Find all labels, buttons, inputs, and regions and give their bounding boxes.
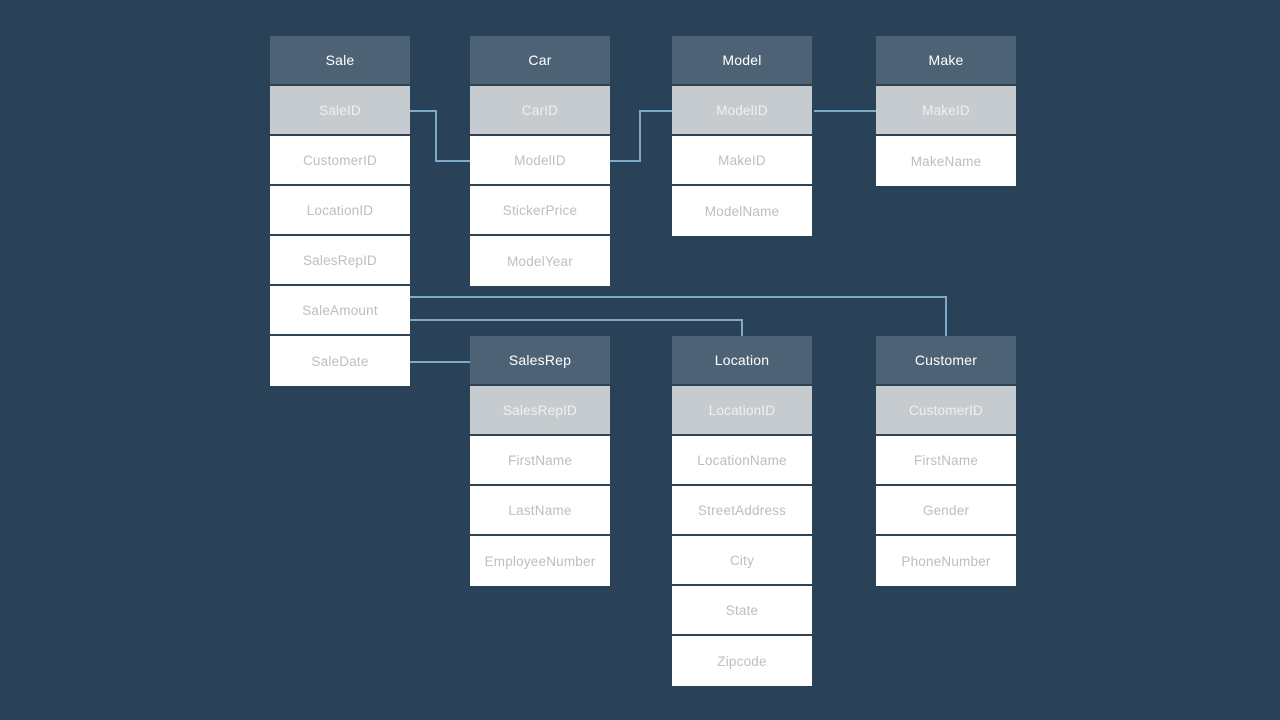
primary-key-field-locationid[interactable]: LocationID [672,386,812,436]
field-modelyear[interactable]: ModelYear [470,236,610,286]
field-zipcode[interactable]: Zipcode [672,636,812,686]
relationship-line-sale-to-car [410,110,470,162]
primary-key-field-makeid[interactable]: MakeID [876,86,1016,136]
field-modelname[interactable]: ModelName [672,186,812,236]
field-saleamount[interactable]: SaleAmount [270,286,410,336]
field-lastname[interactable]: LastName [470,486,610,536]
primary-key-field-modelid[interactable]: ModelID [672,86,812,136]
field-customerid[interactable]: CustomerID [270,136,410,186]
field-stickerprice[interactable]: StickerPrice [470,186,610,236]
field-makename[interactable]: MakeName [876,136,1016,186]
relationship-line-car-to-model [610,110,672,162]
field-firstname[interactable]: FirstName [876,436,1016,486]
field-state[interactable]: State [672,586,812,636]
entity-title: SalesRep [470,336,610,386]
relationship-line-sale-to-location [410,319,743,336]
entity-title: Make [876,36,1016,86]
field-salesrepid[interactable]: SalesRepID [270,236,410,286]
primary-key-field-customerid[interactable]: CustomerID [876,386,1016,436]
entity-title: Location [672,336,812,386]
field-makeid[interactable]: MakeID [672,136,812,186]
field-employeenumber[interactable]: EmployeeNumber [470,536,610,586]
entity-title: Car [470,36,610,86]
field-phonenumber[interactable]: PhoneNumber [876,536,1016,586]
field-streetaddress[interactable]: StreetAddress [672,486,812,536]
field-saledate[interactable]: SaleDate [270,336,410,386]
entity-title: Sale [270,36,410,86]
primary-key-field-carid[interactable]: CarID [470,86,610,136]
field-gender[interactable]: Gender [876,486,1016,536]
field-firstname[interactable]: FirstName [470,436,610,486]
field-locationname[interactable]: LocationName [672,436,812,486]
entity-title: Customer [876,336,1016,386]
primary-key-field-salesrepid[interactable]: SalesRepID [470,386,610,436]
field-locationid[interactable]: LocationID [270,186,410,236]
field-city[interactable]: City [672,536,812,586]
field-modelid[interactable]: ModelID [470,136,610,186]
entity-title: Model [672,36,812,86]
relationship-line-sale-to-customer [410,296,947,336]
primary-key-field-saleid[interactable]: SaleID [270,86,410,136]
